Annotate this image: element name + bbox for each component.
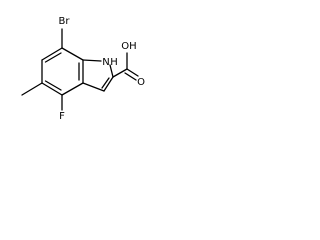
bond-n1-c2 — [109, 64, 114, 78]
bond-c4-c5 — [41, 82, 63, 96]
bond-c2-c3-inner — [101, 77, 110, 89]
bond-c2-c3 — [103, 76, 114, 92]
bond-c6-c7-inner — [44, 52, 62, 63]
molecule-drawing: Br F N H OH O — [21, 16, 145, 122]
bond-c7a-n1 — [82, 59, 102, 62]
bond-c4-c5-inner — [44, 80, 62, 91]
bond-c5-methyl — [21, 82, 43, 96]
bond-carboxyl-o-b — [124, 72, 137, 81]
bond-carboxyl-o-a — [126, 68, 139, 77]
hydroxyl-label: OH — [121, 41, 136, 52]
bond-c2-carboxyl — [112, 68, 128, 78]
nh-hydrogen-label: H — [110, 57, 118, 68]
nitrogen-label: N — [102, 57, 109, 68]
structure-canvas: Br F N H OH O — [0, 0, 152, 152]
carbonyl-oxygen-label: O — [137, 77, 145, 88]
fluorine-label: F — [59, 111, 65, 122]
bond-c7-c7a — [61, 47, 84, 61]
bond-c6-c7 — [41, 47, 63, 61]
bromine-label: Br — [59, 16, 71, 27]
bond-c3a-c4 — [61, 82, 84, 96]
bond-c3-c3a — [82, 82, 105, 92]
